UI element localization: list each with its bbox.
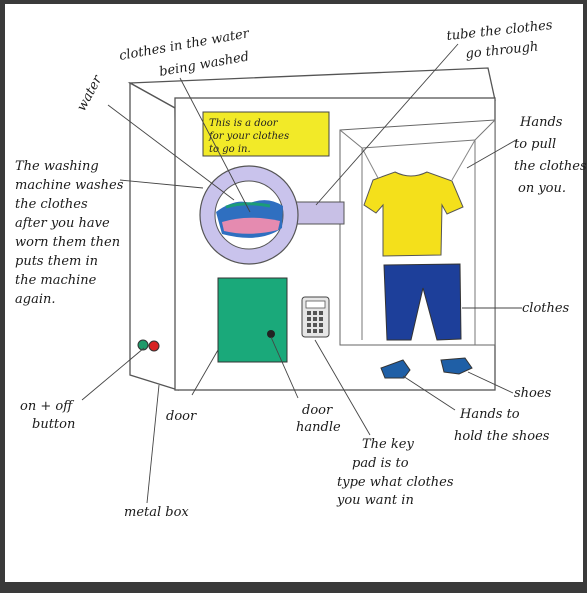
door-sign: This is a door for your clothes to go in… [203,112,329,156]
label-hands-shoes-2: hold the shoes [454,429,550,444]
label-hands-4: on you. [518,181,566,196]
label-machine-7: the machine [15,273,97,288]
door-handle [267,330,275,338]
label-door-handle-1: door [302,403,333,418]
sign-line-1: This is a door [209,118,279,129]
label-door-handle-2: handle [296,420,341,435]
label-keypad-2: pad is to [352,456,409,471]
label-keypad-1: The key [362,437,414,452]
label-onoff-2: button [32,417,75,432]
label-machine-1: The washing [15,159,99,174]
label-machine-2: machine washes [15,178,124,193]
label-keypad-4: you want in [336,493,414,508]
sign-line-2: for your clothes [208,131,289,142]
washing-clothes [222,218,280,234]
label-door: door [166,409,197,424]
label-metal-box: metal box [124,505,189,520]
label-onoff-1: on + off [20,399,75,414]
keypad [302,297,329,337]
off-button [149,341,159,351]
label-hands-shoes-1: Hands to [459,407,520,422]
label-machine-3: the clothes [15,197,88,212]
label-hands-1: Hands [519,115,563,130]
label-shoes: shoes [514,386,552,401]
label-machine-5: worn them then [15,235,120,250]
label-machine-6: puts them in [15,254,98,269]
label-hands-2: to pull [514,137,556,152]
label-keypad-3: type what clothes [337,475,454,490]
label-machine-8: again. [15,292,56,307]
label-hands-3: the clothes [514,159,587,174]
label-machine-4: after you have [15,216,110,231]
washing-drum [200,166,298,264]
label-clothes: clothes [522,301,570,316]
